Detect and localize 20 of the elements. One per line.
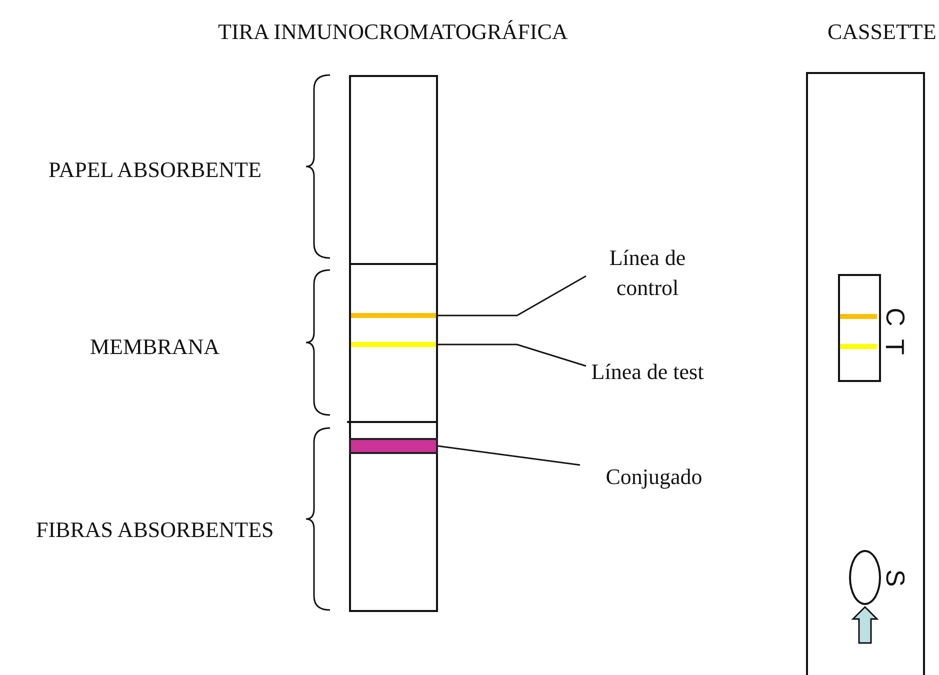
callout-label: Línea de test bbox=[590, 357, 705, 387]
conjugate-pad bbox=[349, 438, 438, 454]
leader-line bbox=[436, 344, 586, 367]
heading-label: TIRA INMUNOCROMATOGRÁFICA bbox=[218, 18, 568, 46]
marker-letter: C bbox=[882, 307, 908, 326]
leader-line bbox=[438, 445, 580, 466]
callout-label: Conjugado bbox=[584, 462, 724, 492]
block-arrow bbox=[851, 606, 879, 644]
heading-label: CASSETTE bbox=[828, 18, 936, 46]
part-label: FIBRAS ABSORBENTES bbox=[36, 516, 274, 544]
marker-letter: T bbox=[882, 338, 908, 354]
part-label: MEMBRANA bbox=[90, 333, 220, 361]
test-strip bbox=[349, 75, 438, 612]
part-label: PAPEL ABSORBENTE bbox=[48, 156, 262, 184]
marker-letter: S bbox=[882, 568, 908, 586]
leader-line bbox=[436, 275, 586, 316]
cassette bbox=[806, 72, 925, 675]
callout-label: Línea de control bbox=[590, 243, 705, 303]
sample-well bbox=[849, 550, 881, 605]
result-window bbox=[838, 274, 881, 382]
